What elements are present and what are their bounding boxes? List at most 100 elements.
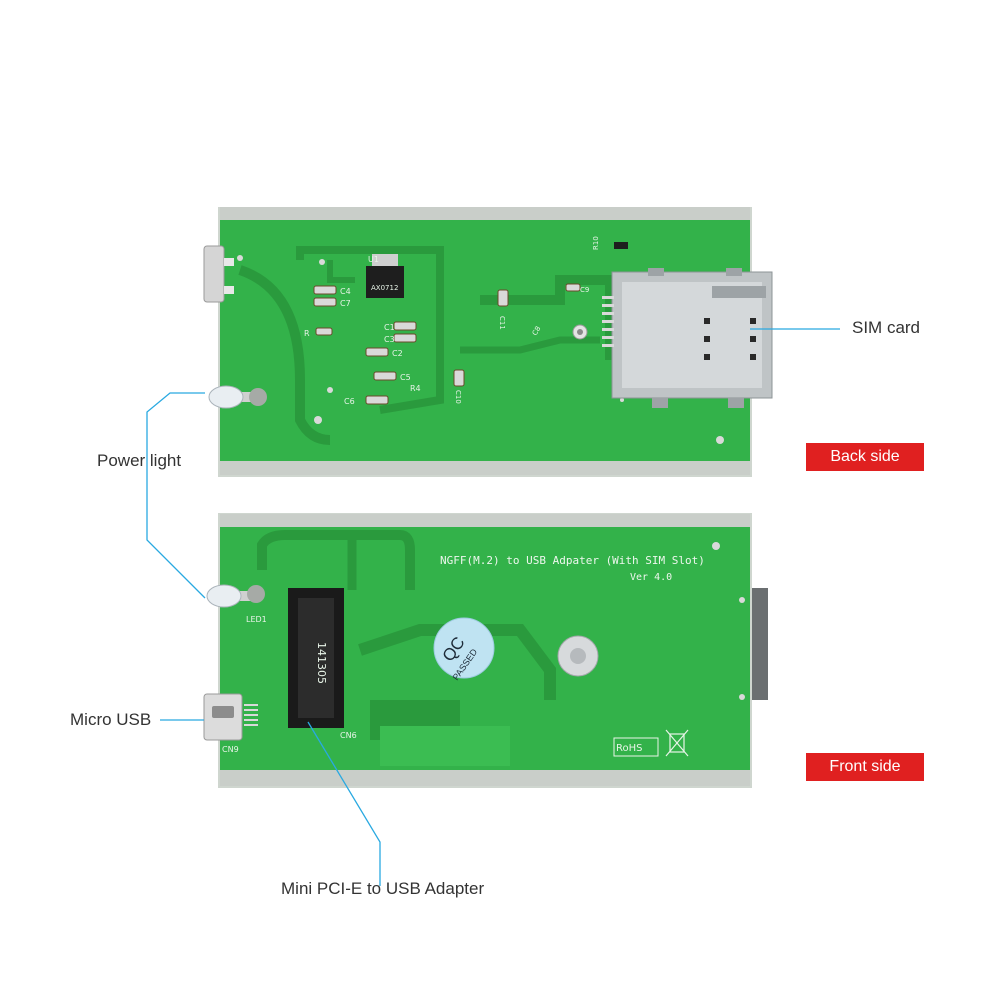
power-light-leader — [146, 392, 206, 599]
back-vias — [237, 255, 724, 444]
front-via — [739, 597, 745, 603]
sim-contact — [750, 336, 756, 342]
sim-pin — [602, 344, 614, 347]
front-via — [739, 694, 745, 700]
sim-contact — [750, 318, 756, 324]
back-via — [620, 398, 624, 402]
usb-pin — [244, 724, 258, 726]
adapter-leader — [307, 721, 381, 886]
sim-slot-pins — [602, 296, 614, 347]
pcb-title: NGFF(M.2) to USB Adpater (With SIM Slot) — [440, 554, 705, 567]
back-c3-label: C3 — [384, 335, 395, 344]
front-board-bottom-rail — [220, 770, 750, 786]
cn6-label: CN6 — [340, 731, 357, 740]
usb-pin — [244, 719, 258, 721]
usb-pin — [244, 714, 258, 716]
back-r10-label: R10 — [592, 236, 600, 250]
back-led — [208, 385, 244, 409]
back-via — [237, 255, 243, 261]
back-usb-pad — [224, 258, 234, 266]
back-regulator-label: AX0712 — [371, 284, 398, 292]
m2-slot-inner — [298, 598, 334, 718]
sim-contact — [704, 354, 710, 360]
rohs-logo: RoHS — [616, 743, 642, 754]
sim-slot-contacts — [704, 318, 756, 360]
sim-contact — [704, 318, 710, 324]
front-trace — [257, 530, 415, 590]
back-c6-label: C6 — [344, 397, 355, 406]
back-r4-label: R4 — [410, 384, 421, 393]
sim-slot-inner — [622, 282, 762, 388]
back-c7-label: C7 — [340, 299, 351, 308]
back-capacitor — [373, 371, 397, 381]
front-sim-edge — [752, 588, 768, 700]
back-led-pad — [249, 388, 267, 406]
front-led-pad — [247, 585, 265, 603]
back-capacitor — [365, 395, 389, 405]
sim-pin — [602, 296, 614, 299]
back-capacitor — [393, 321, 417, 331]
back-side-board: AX0712 U1 C4 C7 C1 C3 C2 C5 R4 C6 R C9 C… — [203, 207, 773, 477]
usb-pin — [244, 704, 258, 706]
sim-slot-tab — [652, 398, 668, 408]
back-c10-label: C10 — [454, 390, 462, 404]
weee-bin-icon — [665, 729, 689, 757]
sim-slot-latch — [712, 286, 766, 298]
back-capacitor — [393, 333, 417, 343]
back-via — [327, 387, 333, 393]
back-usb-pad — [224, 286, 234, 294]
micro-usb-pins — [244, 704, 258, 726]
leader-lines — [146, 328, 840, 886]
sim-slot-tab — [726, 268, 742, 276]
back-usb-port — [203, 245, 225, 303]
back-capacitor — [313, 285, 337, 295]
micro-usb-callout: Micro USB — [70, 710, 152, 729]
sim-contact — [704, 336, 710, 342]
back-c1-label: C1 — [384, 323, 395, 332]
usb-pin — [244, 709, 258, 711]
sim-pin — [602, 336, 614, 339]
back-trace — [296, 246, 444, 414]
back-via — [314, 416, 322, 424]
sim-pin — [602, 328, 614, 331]
back-capacitors — [313, 283, 581, 405]
front-led — [206, 584, 242, 608]
rohs-logo-box — [613, 737, 659, 757]
back-trace — [460, 336, 600, 354]
sim-pin — [602, 304, 614, 307]
back-trace — [327, 260, 355, 283]
sim-pin — [602, 312, 614, 315]
back-capacitor — [453, 369, 465, 387]
back-resistor — [614, 242, 628, 249]
back-c2-label: C2 — [392, 349, 403, 358]
cn9-label: CN9 — [222, 745, 239, 754]
front-mounting-nut-center — [570, 648, 586, 664]
pcb-version: Ver 4.0 — [630, 572, 672, 583]
front-via — [712, 542, 720, 550]
front-side-board: CN9 141305 CN6 NGFF(M.2) to USB Adpater … — [203, 513, 768, 788]
back-c8-label: C8 — [531, 325, 543, 337]
sim-slot-tab — [728, 398, 744, 408]
led1-label: LED1 — [246, 615, 267, 624]
back-via — [716, 436, 724, 444]
back-c5-label: C5 — [400, 373, 411, 382]
back-capacitor — [497, 289, 509, 307]
back-trace — [238, 265, 331, 445]
back-capacitor — [313, 297, 337, 307]
back-c11-label: C11 — [498, 316, 506, 330]
sim-card-callout: SIM card — [852, 318, 921, 337]
front-side-badge: Front side — [806, 753, 924, 781]
m2-slot-code: 141305 — [315, 642, 328, 684]
back-capacitor — [315, 327, 333, 336]
back-board-bottom-rail — [220, 461, 750, 475]
back-board-top-rail — [220, 207, 750, 220]
front-board-top-rail — [220, 514, 750, 527]
back-r-label: R — [304, 329, 310, 338]
back-regulator-chip — [366, 266, 404, 298]
power-light-callout: Power light — [97, 451, 182, 470]
sim-pin — [602, 320, 614, 323]
back-via — [319, 259, 325, 265]
back-mounting-hole-center — [577, 329, 583, 335]
micro-usb-opening — [212, 706, 234, 718]
